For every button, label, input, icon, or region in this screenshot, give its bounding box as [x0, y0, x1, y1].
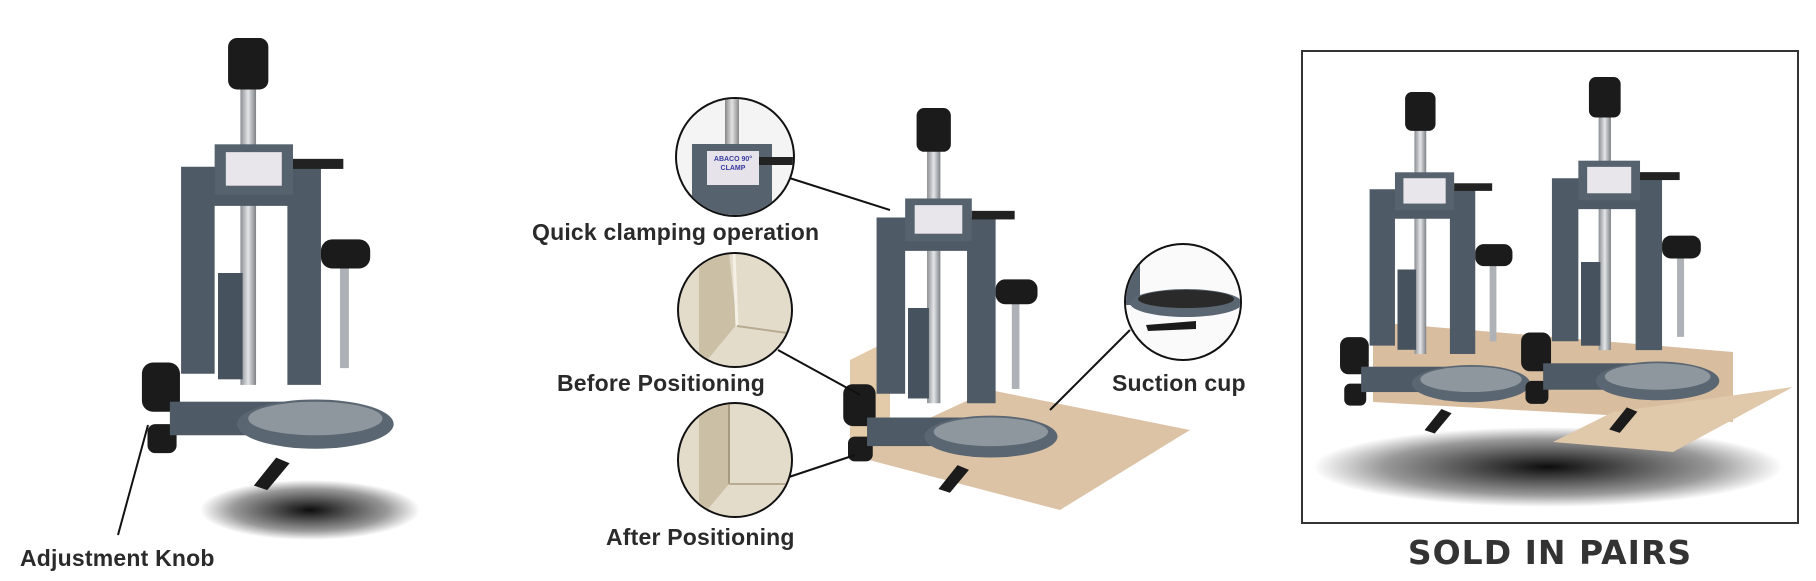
before-positioning-label: Before Positioning: [557, 370, 766, 396]
pair-image-frame: [1301, 50, 1799, 524]
callout-line: [117, 424, 149, 536]
product-label-plate: ABACO 90° CLAMP: [707, 151, 759, 185]
floor-shadow: [200, 480, 420, 540]
adjustment-knob-label: Adjustment Knob: [20, 545, 215, 571]
after-positioning-label: After Positioning: [606, 524, 795, 550]
after-positioning-circle: [677, 402, 793, 518]
suction-cup-label: Suction cup: [1112, 370, 1246, 396]
before-positioning-circle: [677, 252, 793, 368]
quick-clamping-label: Quick clamping operation: [532, 219, 820, 245]
sold-in-pairs-caption: SOLD IN PAIRS: [1407, 533, 1693, 572]
quick-clamp-detail-circle: ABACO 90° CLAMP: [675, 97, 795, 217]
clamp-illustration-right: [1521, 77, 1720, 433]
suction-cup-circle: [1124, 243, 1242, 361]
